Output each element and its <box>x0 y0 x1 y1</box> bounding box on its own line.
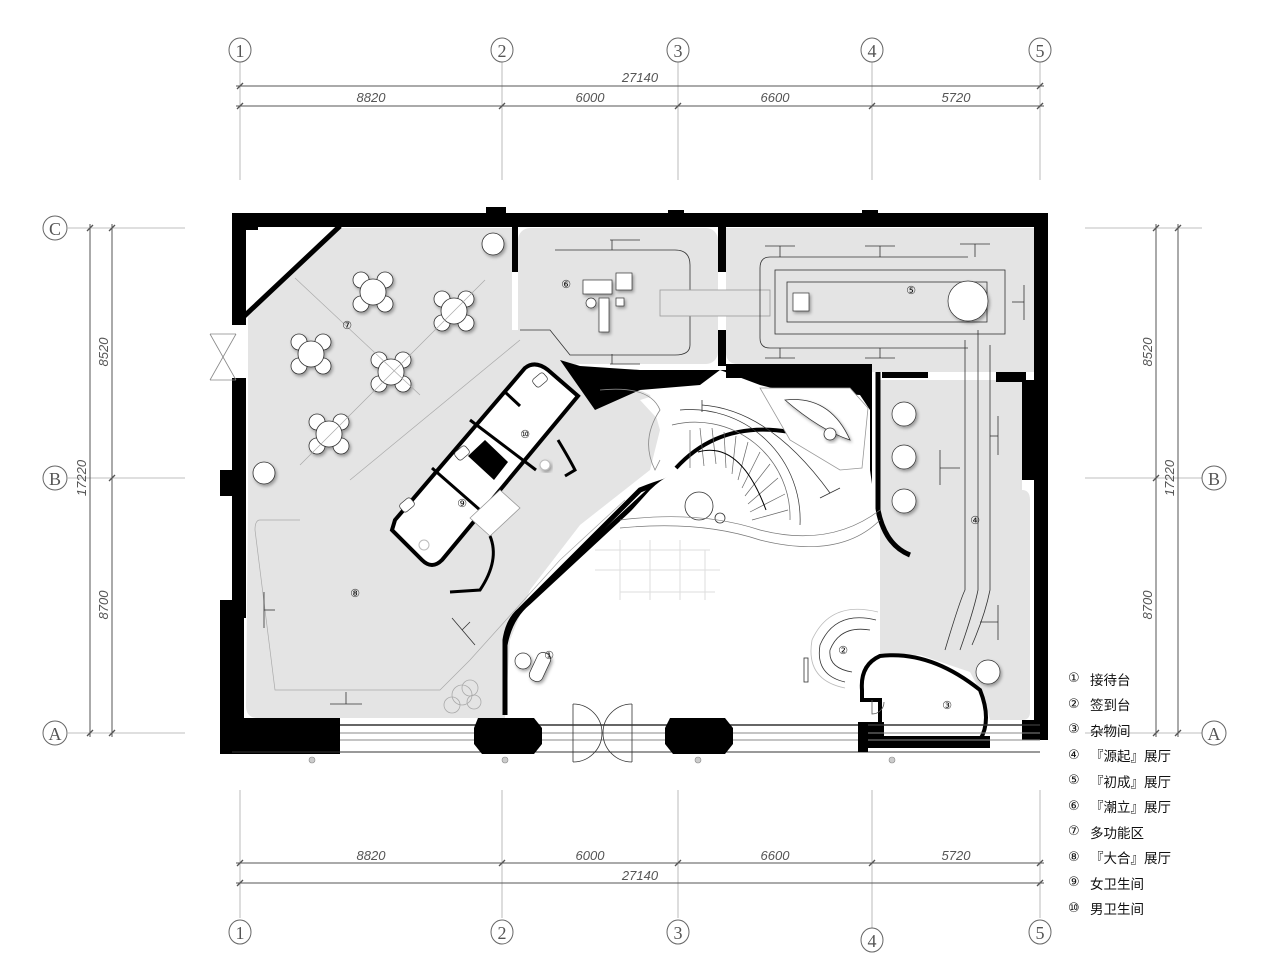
legend-item: ③ 杂物间 <box>1068 717 1268 743</box>
axis-label-A: A <box>49 724 62 744</box>
room-number-8: ⑧ <box>350 587 360 600</box>
axis-label-5-bottom: 5 <box>1036 923 1045 943</box>
legend-item: ⑥ 『潮立』展厅 <box>1068 794 1268 820</box>
top-total-dimension: 27140 <box>621 70 659 85</box>
legend-item: ④ 『源起』展厅 <box>1068 743 1268 769</box>
reception-desk <box>514 652 552 682</box>
room-number-9: ⑨ <box>457 497 467 510</box>
axis-label-4-bottom: 4 <box>868 931 877 951</box>
room-number-7: ⑦ <box>342 319 352 332</box>
top-dimension-2: 6000 <box>576 90 606 105</box>
right-dimensions <box>1152 224 1182 737</box>
room-number-labels: ① ② ③ ④ ⑤ ⑥ ⑦ ⑧ ⑨ ⑩ <box>342 278 980 712</box>
front-facade <box>232 703 1040 764</box>
right-total-dimension: 17220 <box>1162 459 1177 496</box>
legend-number: ⑦ <box>1068 824 1080 840</box>
room-number-5: ⑤ <box>906 284 916 297</box>
legend-number: ③ <box>1068 722 1080 738</box>
room-6-exhibits <box>582 272 633 333</box>
legend-label: 『源起』展厅 <box>1090 749 1171 766</box>
left-dimension-2: 8700 <box>96 590 111 620</box>
legend-number: ① <box>1068 671 1080 687</box>
axis-label-A-right: A <box>1208 724 1221 744</box>
legend-item: ⑨ 女卫生间 <box>1068 870 1268 896</box>
axis-label-B: B <box>49 469 61 489</box>
room-number-1: ① <box>544 649 554 662</box>
grid-lines <box>68 62 1202 928</box>
axis-label-3: 3 <box>674 41 683 61</box>
legend-item: ⑩ 男卫生间 <box>1068 896 1268 922</box>
room-4-pedestals <box>891 401 1001 685</box>
bottom-dimension-1: 8820 <box>357 848 387 863</box>
left-dimension-1: 8520 <box>96 337 111 367</box>
axis-label-1: 1 <box>236 41 245 61</box>
bottom-dimension-4: 5720 <box>942 848 972 863</box>
room-legend: ① 接待台 ② 签到台 ③ 杂物间 ④ 『源起』展厅 ⑤ 『初成』展厅 ⑥ 『潮立』展厅 ⑦… <box>1068 666 1268 921</box>
room-number-3: ③ <box>942 699 952 712</box>
staircase <box>520 385 881 720</box>
bottom-total-dimension: 27140 <box>621 868 659 883</box>
legend-item: ② 签到台 <box>1068 692 1268 718</box>
right-dimension-1: 8520 <box>1140 337 1155 367</box>
axis-label-4: 4 <box>868 41 877 61</box>
room-number-2: ② <box>838 644 848 657</box>
axis-label-5: 5 <box>1036 41 1045 61</box>
top-dimension-3: 6600 <box>761 90 791 105</box>
axis-label-1-bottom: 1 <box>236 923 245 943</box>
legend-item: ⑦ 多功能区 <box>1068 819 1268 845</box>
axis-label-3-bottom: 3 <box>674 923 683 943</box>
legend-label: 『初成』展厅 <box>1090 774 1171 791</box>
legend-number: ⑨ <box>1068 875 1080 891</box>
legend-item: ⑧ 『大合』展厅 <box>1068 845 1268 871</box>
legend-label: 多功能区 <box>1090 825 1144 842</box>
legend-number: ⑤ <box>1068 773 1080 789</box>
legend-label: 接待台 <box>1090 672 1131 689</box>
legend-item: ⑤ 『初成』展厅 <box>1068 768 1268 794</box>
legend-label: 『潮立』展厅 <box>1090 800 1171 817</box>
room-number-6: ⑥ <box>561 278 571 291</box>
bottom-dimension-2: 6000 <box>576 848 606 863</box>
room-number-4: ④ <box>970 514 980 527</box>
room-number-10: ⑩ <box>520 428 530 441</box>
room-7-tables <box>252 232 505 485</box>
legend-number: ⑩ <box>1068 900 1080 916</box>
legend-label: 女卫生间 <box>1090 876 1144 893</box>
legend-number: ② <box>1068 696 1080 712</box>
legend-number: ④ <box>1068 747 1080 763</box>
storage-room <box>859 653 988 742</box>
top-dimensions <box>236 82 1044 110</box>
room-4-exhibits <box>939 330 999 651</box>
legend-label: 签到台 <box>1090 698 1131 715</box>
legend-number: ⑥ <box>1068 798 1080 814</box>
plant-icon <box>443 679 482 714</box>
axis-bubbles <box>42 37 1227 953</box>
sign-in-desk <box>803 608 879 689</box>
legend-number: ⑧ <box>1068 849 1080 865</box>
bottom-dimension-3: 6600 <box>761 848 791 863</box>
axis-label-2-bottom: 2 <box>498 923 507 943</box>
legend-item: ① 接待台 <box>1068 666 1268 692</box>
left-total-dimension: 17220 <box>74 459 89 496</box>
restroom-block <box>389 362 581 594</box>
legend-label: 杂物间 <box>1090 723 1131 740</box>
axis-label-B-right: B <box>1208 469 1220 489</box>
top-dimension-1: 8820 <box>357 90 387 105</box>
axis-label-C: C <box>49 219 61 239</box>
left-dimensions <box>86 224 116 737</box>
legend-label: 『大合』展厅 <box>1090 851 1171 868</box>
axis-label-2: 2 <box>498 41 507 61</box>
bottom-dimensions <box>236 859 1044 887</box>
right-dimension-2: 8700 <box>1140 590 1155 620</box>
top-dimension-4: 5720 <box>942 90 972 105</box>
legend-label: 男卫生间 <box>1090 902 1144 919</box>
